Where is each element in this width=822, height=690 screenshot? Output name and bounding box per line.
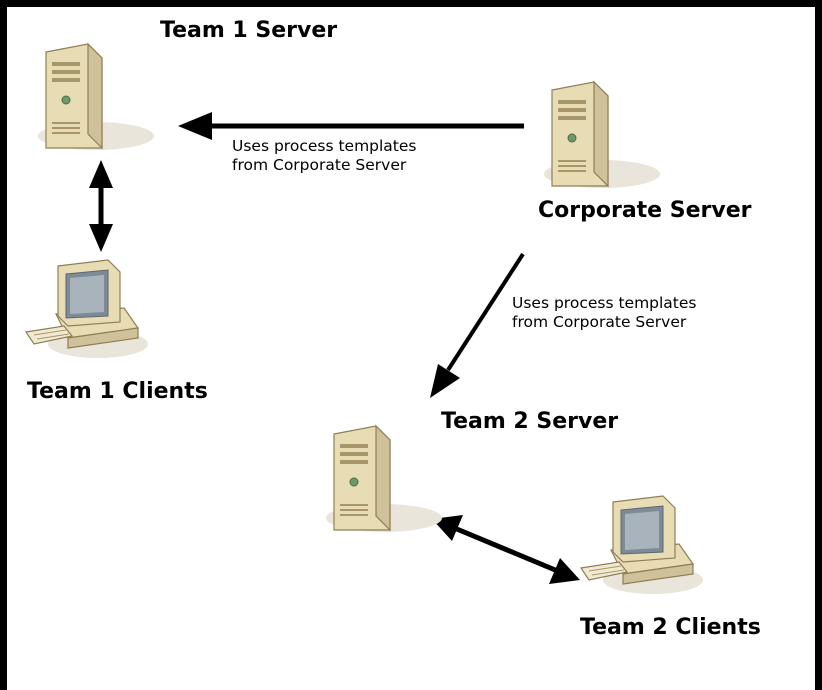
corporate-server-label: Corporate Server [538, 198, 752, 223]
annotation-corporate-to-team2: Uses process templates from Corporate Se… [512, 294, 697, 332]
server-tower-icon [38, 42, 154, 150]
annotation-line: from Corporate Server [512, 313, 687, 331]
arrow-corporate-to-team2 [430, 252, 525, 398]
desktop-computer-icon [579, 495, 703, 594]
team1-server-label: Team 1 Server [160, 18, 338, 43]
team1-clients-label: Team 1 Clients [27, 379, 208, 404]
annotation-line: Uses process templates [232, 137, 417, 155]
arrow-team2-server-clients [432, 515, 580, 584]
team2-server-label: Team 2 Server [441, 409, 619, 434]
team2-clients-label: Team 2 Clients [580, 615, 761, 640]
desktop-computer-icon [24, 259, 148, 358]
frame-border-left [0, 0, 7, 690]
arrow-team1-server-clients [89, 160, 113, 252]
annotation-corporate-to-team1: Uses process templates from Corporate Se… [232, 137, 417, 175]
annotation-line: from Corporate Server [232, 156, 407, 174]
arrow-corporate-to-team1 [178, 112, 524, 140]
server-tower-icon [544, 80, 660, 188]
frame-border-right [815, 0, 822, 690]
server-tower-icon [326, 424, 442, 532]
annotation-line: Uses process templates [512, 294, 697, 312]
frame-border-top [0, 0, 822, 7]
